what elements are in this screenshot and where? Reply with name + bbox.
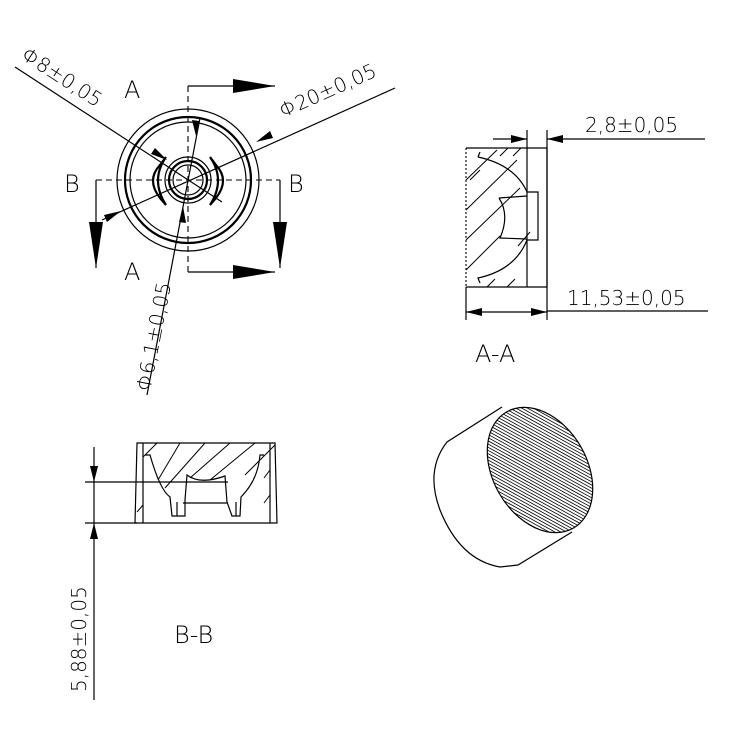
aa-thickness-arrow-left bbox=[511, 135, 527, 143]
bb-depth-arrow-bottom bbox=[90, 523, 98, 539]
phi20-arrow-2 bbox=[104, 211, 121, 222]
center-inner-circle bbox=[172, 164, 204, 196]
bb-lens-profile bbox=[145, 454, 264, 517]
section-a-arrow-top bbox=[233, 79, 275, 93]
hatch-line bbox=[465, 388, 615, 423]
section-b-leaders bbox=[95, 180, 281, 268]
hatch-line bbox=[465, 388, 615, 426]
hatch-line bbox=[465, 388, 615, 416]
aa-lens-profile bbox=[477, 151, 539, 284]
hatch-line bbox=[465, 516, 615, 552]
hatch-line bbox=[465, 388, 615, 420]
label-b-left: B bbox=[64, 170, 80, 198]
label-a-bottom: A bbox=[124, 258, 140, 286]
section-bb-view: 5,88±0,05 B-B bbox=[67, 442, 278, 700]
section-a-leaders bbox=[188, 85, 275, 273]
aa-height-dimension: 11,53±0,05 bbox=[567, 286, 686, 310]
phi61-leader bbox=[146, 117, 201, 396]
lens-face-hatching bbox=[465, 388, 615, 552]
aa-thickness-dimension: 2,8±0,05 bbox=[585, 113, 678, 137]
aa-lens-cavity bbox=[498, 195, 528, 240]
bb-inner-walls bbox=[142, 443, 271, 523]
aa-height-arrow-left bbox=[466, 308, 482, 316]
section-b-arrow-left bbox=[89, 222, 103, 268]
bb-hatching bbox=[136, 442, 276, 513]
bb-outline bbox=[134, 442, 278, 524]
bb-depth-dimension: 5,88±0,05 bbox=[67, 586, 91, 692]
lens-face bbox=[486, 406, 594, 534]
phi8-arrow bbox=[151, 148, 167, 160]
phi61-arrow bbox=[179, 206, 186, 223]
phi20-arrow bbox=[256, 131, 273, 142]
phi20-leader bbox=[101, 87, 396, 221]
section-aa-view: 2,8±0,05 11,53±0,05 A-A bbox=[465, 113, 708, 368]
hatch-line bbox=[465, 388, 615, 410]
phi8-leader bbox=[14, 66, 223, 203]
section-a-arrow-bottom bbox=[233, 265, 275, 279]
section-b-arrow-right bbox=[273, 222, 287, 268]
bb-depth-dim-lines bbox=[85, 447, 228, 700]
cylinder-body bbox=[433, 406, 573, 568]
bb-depth-arrow-top bbox=[90, 466, 98, 482]
aa-height-arrow-right bbox=[531, 308, 547, 316]
label-b-right: B bbox=[288, 170, 304, 198]
hatch-line bbox=[465, 388, 615, 413]
aa-hatching bbox=[465, 147, 531, 288]
phi61-dimension: Φ6,1±0,05 bbox=[131, 280, 176, 393]
aa-height-dim-line bbox=[466, 310, 708, 313]
bb-lens-bottom bbox=[176, 502, 237, 516]
isometric-view bbox=[433, 388, 615, 568]
phi20-dimension: Φ20±0,05 bbox=[275, 58, 380, 122]
aa-extension-lines bbox=[465, 130, 548, 320]
phi61-arrow-2 bbox=[192, 120, 199, 136]
aa-thickness-arrow-right bbox=[547, 135, 563, 143]
label-a-top: A bbox=[124, 76, 140, 104]
top-view: A A B B Φ8±0,05 Φ20±0,05 Φ6,1±0,05 bbox=[14, 42, 396, 396]
bb-title: B-B bbox=[174, 621, 213, 649]
aa-title: A-A bbox=[475, 340, 515, 368]
